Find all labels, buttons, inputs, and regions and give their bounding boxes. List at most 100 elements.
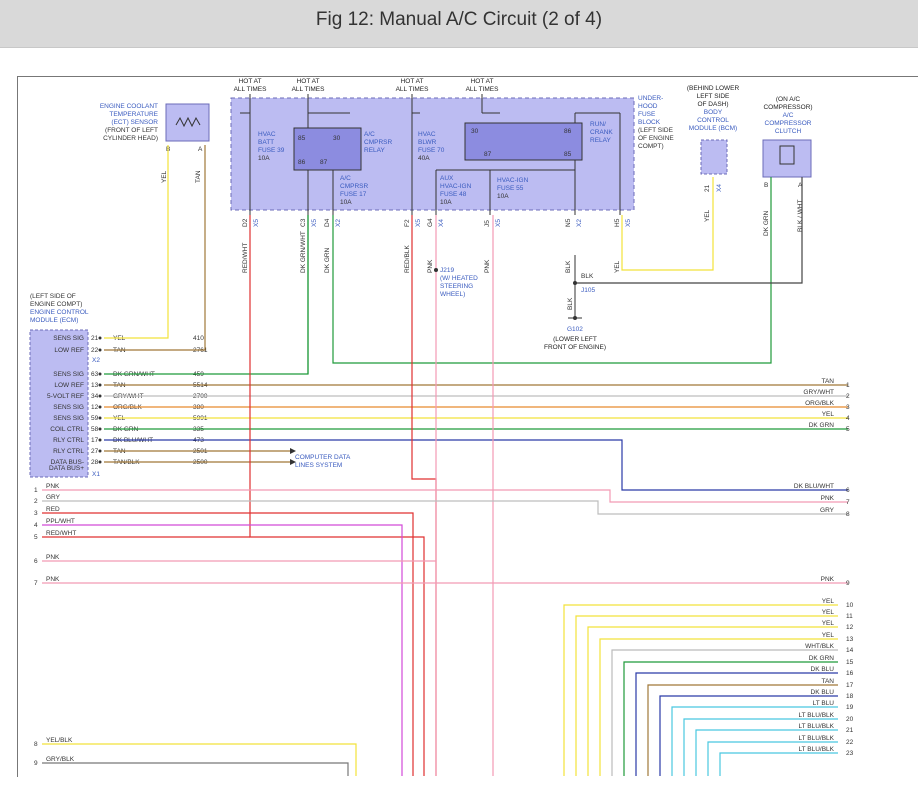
ecm-pin-dot-8 xyxy=(98,438,102,442)
hot-label-3b: ALL TIMES xyxy=(396,86,430,93)
ac-fuse-l4: 10A xyxy=(340,199,352,206)
left-ref-wire-1: GRY xyxy=(46,494,61,501)
wire-right-fan-17 xyxy=(659,695,838,776)
right-ref-num-19: 20 xyxy=(846,716,854,723)
conn-id-4: X4 xyxy=(438,219,445,227)
right-ref-wire-20: LT BLU/BLK xyxy=(798,723,834,730)
ecm-row-pin-7: 58 xyxy=(91,426,99,433)
j219-l3: STEERING xyxy=(440,283,473,290)
ecm-row-name-1: LOW REF xyxy=(54,347,84,354)
aux-l1: AUX xyxy=(440,175,454,182)
wire-redwht-d2 xyxy=(249,215,425,776)
wire-left-3 xyxy=(42,512,414,776)
ecm-pin-dot-1 xyxy=(98,348,102,352)
ecm-row-name-7: COIL CTRL xyxy=(50,426,84,433)
hvac-blwr-l2: BLWR xyxy=(418,139,437,146)
underhood-l3: FUSE xyxy=(638,111,656,118)
compressor-coil-icon xyxy=(779,145,795,165)
hvac-blwr-l4: 40A xyxy=(418,155,430,162)
ecm-pin-dot-5 xyxy=(98,405,102,409)
ac-relay-l1: A/C xyxy=(364,131,375,138)
ecm-row-name-6: SENS SIG xyxy=(53,415,84,422)
right-ref-num-2: 3 xyxy=(846,404,850,411)
right-ref-wire-8: PNK xyxy=(821,576,835,583)
ect-pin-a: A xyxy=(198,146,203,153)
conn-wire-5: PNK xyxy=(484,259,491,273)
wire-left-2 xyxy=(42,500,848,515)
ground-blk1: BLK xyxy=(581,273,594,280)
ecm-row-pin-9: 27 xyxy=(91,448,99,455)
conn-wire-3: RED/BLK xyxy=(404,245,411,273)
ac-fuse-l1: A/C xyxy=(340,175,351,182)
right-ref-num-8: 9 xyxy=(846,580,850,587)
bcm-l4: BODY xyxy=(704,109,723,116)
ecm-l3: ENGINE CONTROL xyxy=(30,309,89,316)
ecm-pin-dot-2 xyxy=(98,372,102,376)
left-ref-wire-2: RED xyxy=(46,506,60,513)
wire-left-8 xyxy=(42,743,357,776)
hot-label-2a: HOT AT xyxy=(297,78,320,85)
hvac-blwr-l1: HVAC xyxy=(418,131,436,138)
bcm-l1: (BEHIND LOWER xyxy=(687,85,740,92)
ecm-l2: ENGINE COMPT) xyxy=(30,301,82,308)
left-ref-num-1: 2 xyxy=(34,498,38,505)
right-ref-wire-9: YEL xyxy=(822,598,835,605)
rc-relay-87: 87 xyxy=(484,151,492,158)
left-ref-num-0: 1 xyxy=(34,487,38,494)
right-ref-num-11: 12 xyxy=(846,624,854,631)
hot-label-4b: ALL TIMES xyxy=(466,86,500,93)
ecm-pin-dot-7 xyxy=(98,427,102,431)
right-ref-num-4: 5 xyxy=(846,426,850,433)
ecm-pin-dot-10 xyxy=(98,460,102,464)
right-ref-num-6: 7 xyxy=(846,499,850,506)
j219-l2: (W/ HEATED xyxy=(440,275,478,282)
data-bus-l2: LINES SYSTEM xyxy=(295,462,342,469)
hot-label-1a: HOT AT xyxy=(239,78,262,85)
left-ref-num-3: 4 xyxy=(34,522,38,529)
right-ref-wire-22: LT BLU/BLK xyxy=(798,746,834,753)
wire-compressor-blkwht xyxy=(575,177,803,284)
ect-wire-yel: YEL xyxy=(161,170,168,183)
ect-l2: TEMPERATURE xyxy=(109,111,158,118)
right-ref-wire-2: ORG/BLK xyxy=(805,400,835,407)
ecm-pin-dot-0 xyxy=(98,336,102,340)
ecm-row-pin-10: 28 xyxy=(91,459,99,466)
bcm-box xyxy=(700,139,728,175)
wire-right-fan-19 xyxy=(683,718,838,776)
right-ref-num-14: 15 xyxy=(846,659,854,666)
ground-j105: J105 xyxy=(581,287,595,294)
comp-pin-b: B xyxy=(764,182,768,189)
rc-relay-30: 30 xyxy=(471,128,479,135)
ecm-row-pin-4: 34 xyxy=(91,393,99,400)
right-ref-num-9: 10 xyxy=(846,602,854,609)
right-ref-wire-16: TAN xyxy=(821,678,834,685)
ecm-x2: X2 xyxy=(92,357,100,364)
ac-relay-87: 87 xyxy=(320,159,328,166)
ecm-row-name-5: SENS SIG xyxy=(53,404,84,411)
right-ref-wire-6: PNK xyxy=(821,495,835,502)
j219-l1: J219 xyxy=(440,267,454,274)
ect-sensor-box xyxy=(165,103,210,142)
ac-relay-86: 86 xyxy=(298,159,306,166)
underhood-l5: (LEFT SIDE xyxy=(638,127,674,134)
bcm-l5: CONTROL xyxy=(697,117,729,124)
ecm-row-name-3: LOW REF xyxy=(54,382,84,389)
ac-relay-85: 85 xyxy=(298,135,306,142)
wire-right-fan-21 xyxy=(707,741,838,776)
ect-l1: ENGINE COOLANT xyxy=(100,103,158,110)
comp-l1: (ON A/C xyxy=(776,96,801,103)
wire-right-fan-13 xyxy=(611,649,838,776)
ecm-pin-dot-3 xyxy=(98,383,102,387)
hot-label-3a: HOT AT xyxy=(401,78,424,85)
right-ref-wire-21: LT BLU/BLK xyxy=(798,735,834,742)
left-ref-wire-8: GRY/BLK xyxy=(46,756,75,763)
conn-wire-6: BLK xyxy=(565,260,572,273)
right-ref-num-3: 4 xyxy=(846,415,850,422)
rc-relay-86: 86 xyxy=(564,128,572,135)
right-ref-wire-7: GRY xyxy=(820,507,835,514)
bcm-pin: 21 xyxy=(704,184,711,192)
ecm-row-name-10: DATA BUS- xyxy=(51,459,84,466)
right-ref-wire-17: DK BLU xyxy=(811,689,835,696)
conn-pin-1: C3 xyxy=(300,218,307,227)
